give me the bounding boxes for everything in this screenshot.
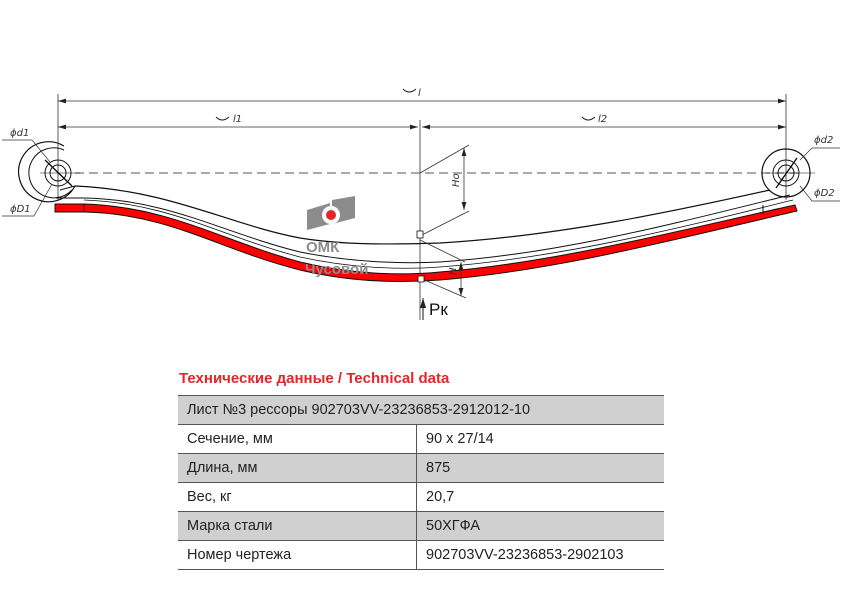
- leader-lines-left: [2, 139, 53, 217]
- table-row: Марка стали 50ХГФА: [178, 511, 664, 541]
- row-label: Вес, кг: [178, 482, 417, 512]
- dim-d2: ϕd2: [814, 135, 833, 146]
- table-row: Вес, кг 20,7: [178, 482, 664, 512]
- table-header: Лист №3 рессоры 902703VV-23236853-291201…: [178, 395, 664, 425]
- dim-d1: ϕd1: [10, 128, 29, 139]
- section-title: Технические данные / Technical data: [179, 370, 450, 387]
- row-value: 50ХГФА: [416, 511, 664, 541]
- row-label: Номер чертежа: [178, 540, 417, 570]
- dim-D2: ϕD2: [814, 188, 835, 199]
- table-header-row: Лист №3 рессоры 902703VV-23236853-291201…: [178, 395, 664, 425]
- logo-text-chusovoy: Чусовой: [305, 261, 368, 278]
- omk-logo: ОМК Чусовой: [305, 196, 368, 278]
- row-value: 875: [416, 453, 664, 483]
- leader-lines-right: [799, 147, 840, 202]
- row-value: 90 x 27/14: [416, 424, 664, 454]
- row-value: 902703VV-23236853-2902103: [416, 540, 664, 570]
- row-label: Марка стали: [178, 511, 417, 541]
- dim-l2: l2: [598, 114, 607, 125]
- technical-data-table: Лист №3 рессоры 902703VV-23236853-291201…: [178, 395, 664, 570]
- dim-Pk: Pк: [429, 300, 448, 319]
- table-row: Сечение, мм 90 x 27/14: [178, 424, 664, 454]
- dim-H: H: [448, 267, 459, 275]
- logo-text-omk: ОМК: [306, 239, 340, 256]
- left-eye: [18, 141, 80, 203]
- arc-symbols: [215, 88, 596, 121]
- leaf-spring-drawing: l l1 l2 ϕd1 ϕD1 ϕd2 ϕD2: [2, 88, 840, 320]
- dimension-lines: [58, 98, 786, 130]
- row-label: Сечение, мм: [178, 424, 417, 454]
- dim-D1: ϕD1: [10, 204, 31, 215]
- table-row: Длина, мм 875: [178, 453, 664, 483]
- spring-leaves: [54, 185, 798, 282]
- table-row: Номер чертежа 902703VV-23236853-2902103: [178, 540, 664, 570]
- right-eye: [761, 148, 815, 198]
- extension-lines: [57, 94, 787, 320]
- dim-l1: l1: [233, 114, 242, 125]
- dim-l: l: [418, 88, 421, 99]
- row-label: Длина, мм: [178, 453, 417, 483]
- dim-Ho: Ho: [451, 173, 462, 187]
- height-dimensions: [416, 144, 470, 299]
- row-value: 20,7: [416, 482, 664, 512]
